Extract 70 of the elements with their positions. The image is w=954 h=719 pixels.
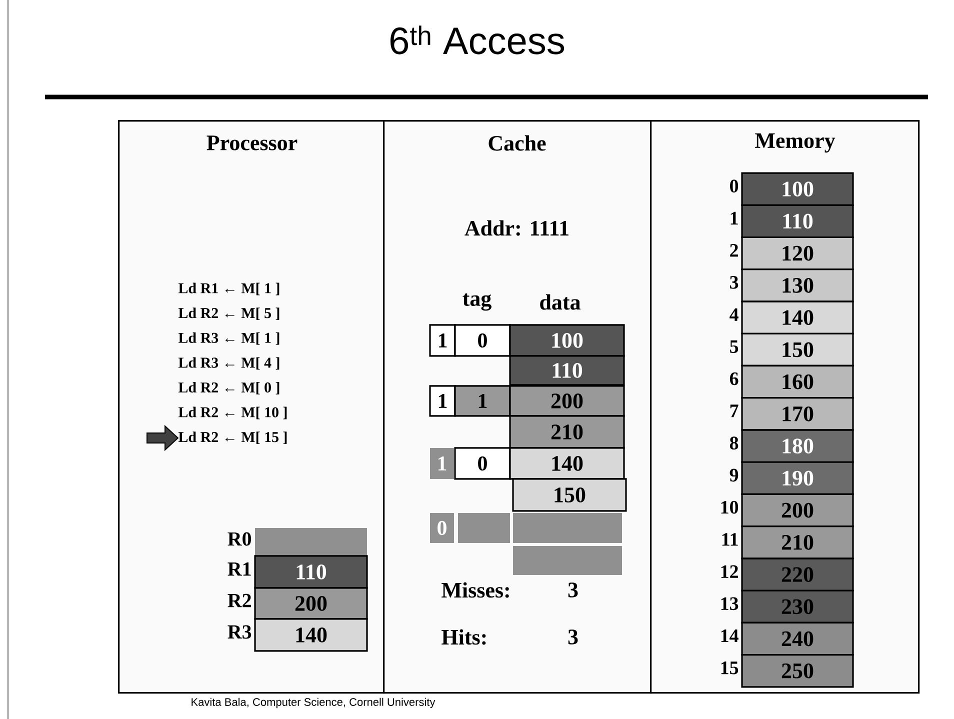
memory-cell: 140 [741,300,854,334]
cache-cell [513,512,622,543]
register-name: R0 [228,532,252,546]
address-label: 1 [730,212,738,224]
register-name: R3 [228,625,252,639]
instruction: Ld R3 ← M[ 4 ] [178,357,280,370]
register-name: R2 [228,594,251,608]
memory-cell: 170 [741,397,854,431]
address-label: 6 [730,372,738,386]
instruction: Ld R2 ← M[ 10 ] [178,406,287,420]
memory-cell: 190 [741,461,854,496]
memory-cell: 220 [741,558,854,592]
memory-cell: 160 [741,364,854,399]
counter-label: Misses: [442,582,509,598]
register-cell: 140 [254,618,368,652]
instruction: Ld R2 ← M[ 5 ] [178,308,280,320]
register-cell [255,528,367,556]
cache-cell: 110 [509,355,625,386]
address-text: Addr: 1111 [464,220,568,236]
memory-cell: 110 [741,204,854,238]
instruction: Ld R1 ← M[ 1 ] [178,282,280,296]
cache-cell: 210 [509,415,625,449]
address-label: 12 [721,565,738,578]
memory-cell: 120 [741,236,854,270]
cache-cell: 140 [509,447,625,480]
address-label: 0 [730,180,738,192]
cache-cell: 1 [430,448,454,479]
memory-cell: 150 [741,332,854,367]
address-label: 14 [721,630,738,642]
address-label: 2 [730,244,738,257]
memory-cell: 130 [741,268,854,302]
address-label: 4 [730,308,738,321]
cache-cell: 1 [454,385,511,417]
title: 6$^{th}$ Access [390,26,564,54]
address-label: 15 [721,662,738,674]
memory-cell: 240 [741,622,854,656]
instruction: Ld R2 ← M[ 15 ] [178,432,287,444]
cache-cell: 1 [429,385,456,417]
memory-cell: 250 [741,654,854,688]
address-label: 7 [730,404,738,418]
address-label: 8 [730,436,738,450]
cache-cell: 150 [512,478,627,512]
cache-cell: 1 [429,324,456,357]
footer-text: Kavita Bala, Computer Science, Cornell University [192,698,436,708]
cache-cell [513,546,622,575]
address-label: 10 [721,500,738,514]
cache-cell: 0 [430,512,454,543]
counter-value: 3 [568,582,578,598]
cache-cell: 0 [454,447,511,480]
address-label: 5 [730,340,738,353]
register-name: R1 [228,562,251,576]
instruction: Ld R3 ← M[ 1 ] [178,332,280,345]
address-label: 9 [730,468,738,482]
memory-cell: 180 [741,429,854,463]
address-label: 3 [730,276,738,289]
memory-cell: 210 [741,526,854,560]
cache-cell [458,512,510,543]
address-label: 11 [722,533,738,546]
memory-cell: 230 [741,590,854,624]
column-heading: data [540,294,580,310]
instruction: Ld R2 ← M[ 0 ] [178,382,280,394]
memory-cell: 200 [741,493,854,528]
address-label: 13 [721,597,738,610]
register-cell: 200 [254,587,368,620]
memory-cell: 100 [741,172,854,206]
column-heading: tag [462,293,492,311]
counter-label: Hits: [442,629,486,645]
cache-cell: 100 [509,324,625,357]
counter-value: 3 [568,630,578,644]
register-cell: 110 [254,555,368,589]
